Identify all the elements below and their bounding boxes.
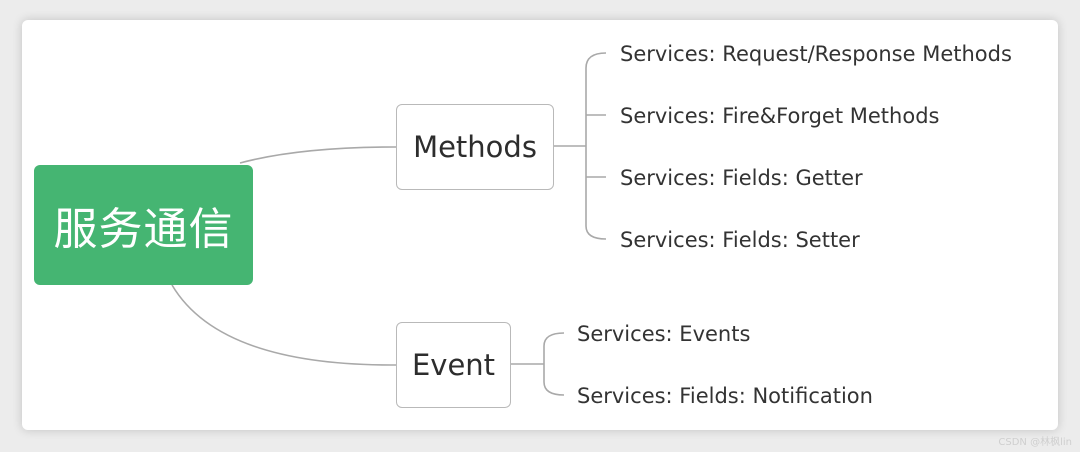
leaf-request-response-methods[interactable]: Services: Request/Response Methods [620, 42, 1012, 66]
root-node[interactable]: 服务通信 [34, 165, 253, 285]
branch-node-event[interactable]: Event [396, 322, 511, 408]
branch-node-methods[interactable]: Methods [396, 104, 554, 190]
root-node-label: 服务通信 [53, 204, 234, 255]
leaf-fields-getter[interactable]: Services: Fields: Getter [620, 166, 863, 190]
leaf-fire-forget-methods[interactable]: Services: Fire&Forget Methods [620, 104, 940, 128]
connector-methods-bracket [554, 52, 607, 240]
connector-event-bracket [511, 332, 565, 396]
leaf-fields-notification[interactable]: Services: Fields: Notification [577, 384, 873, 408]
leaf-fields-setter[interactable]: Services: Fields: Setter [620, 228, 860, 252]
connector-root-methods [239, 146, 397, 164]
connector-root-event [171, 284, 397, 366]
leaf-events[interactable]: Services: Events [577, 322, 751, 346]
branch-node-label: Methods [413, 130, 537, 164]
watermark: CSDN @林枫lin [998, 437, 1072, 448]
branch-node-label: Event [411, 348, 496, 382]
